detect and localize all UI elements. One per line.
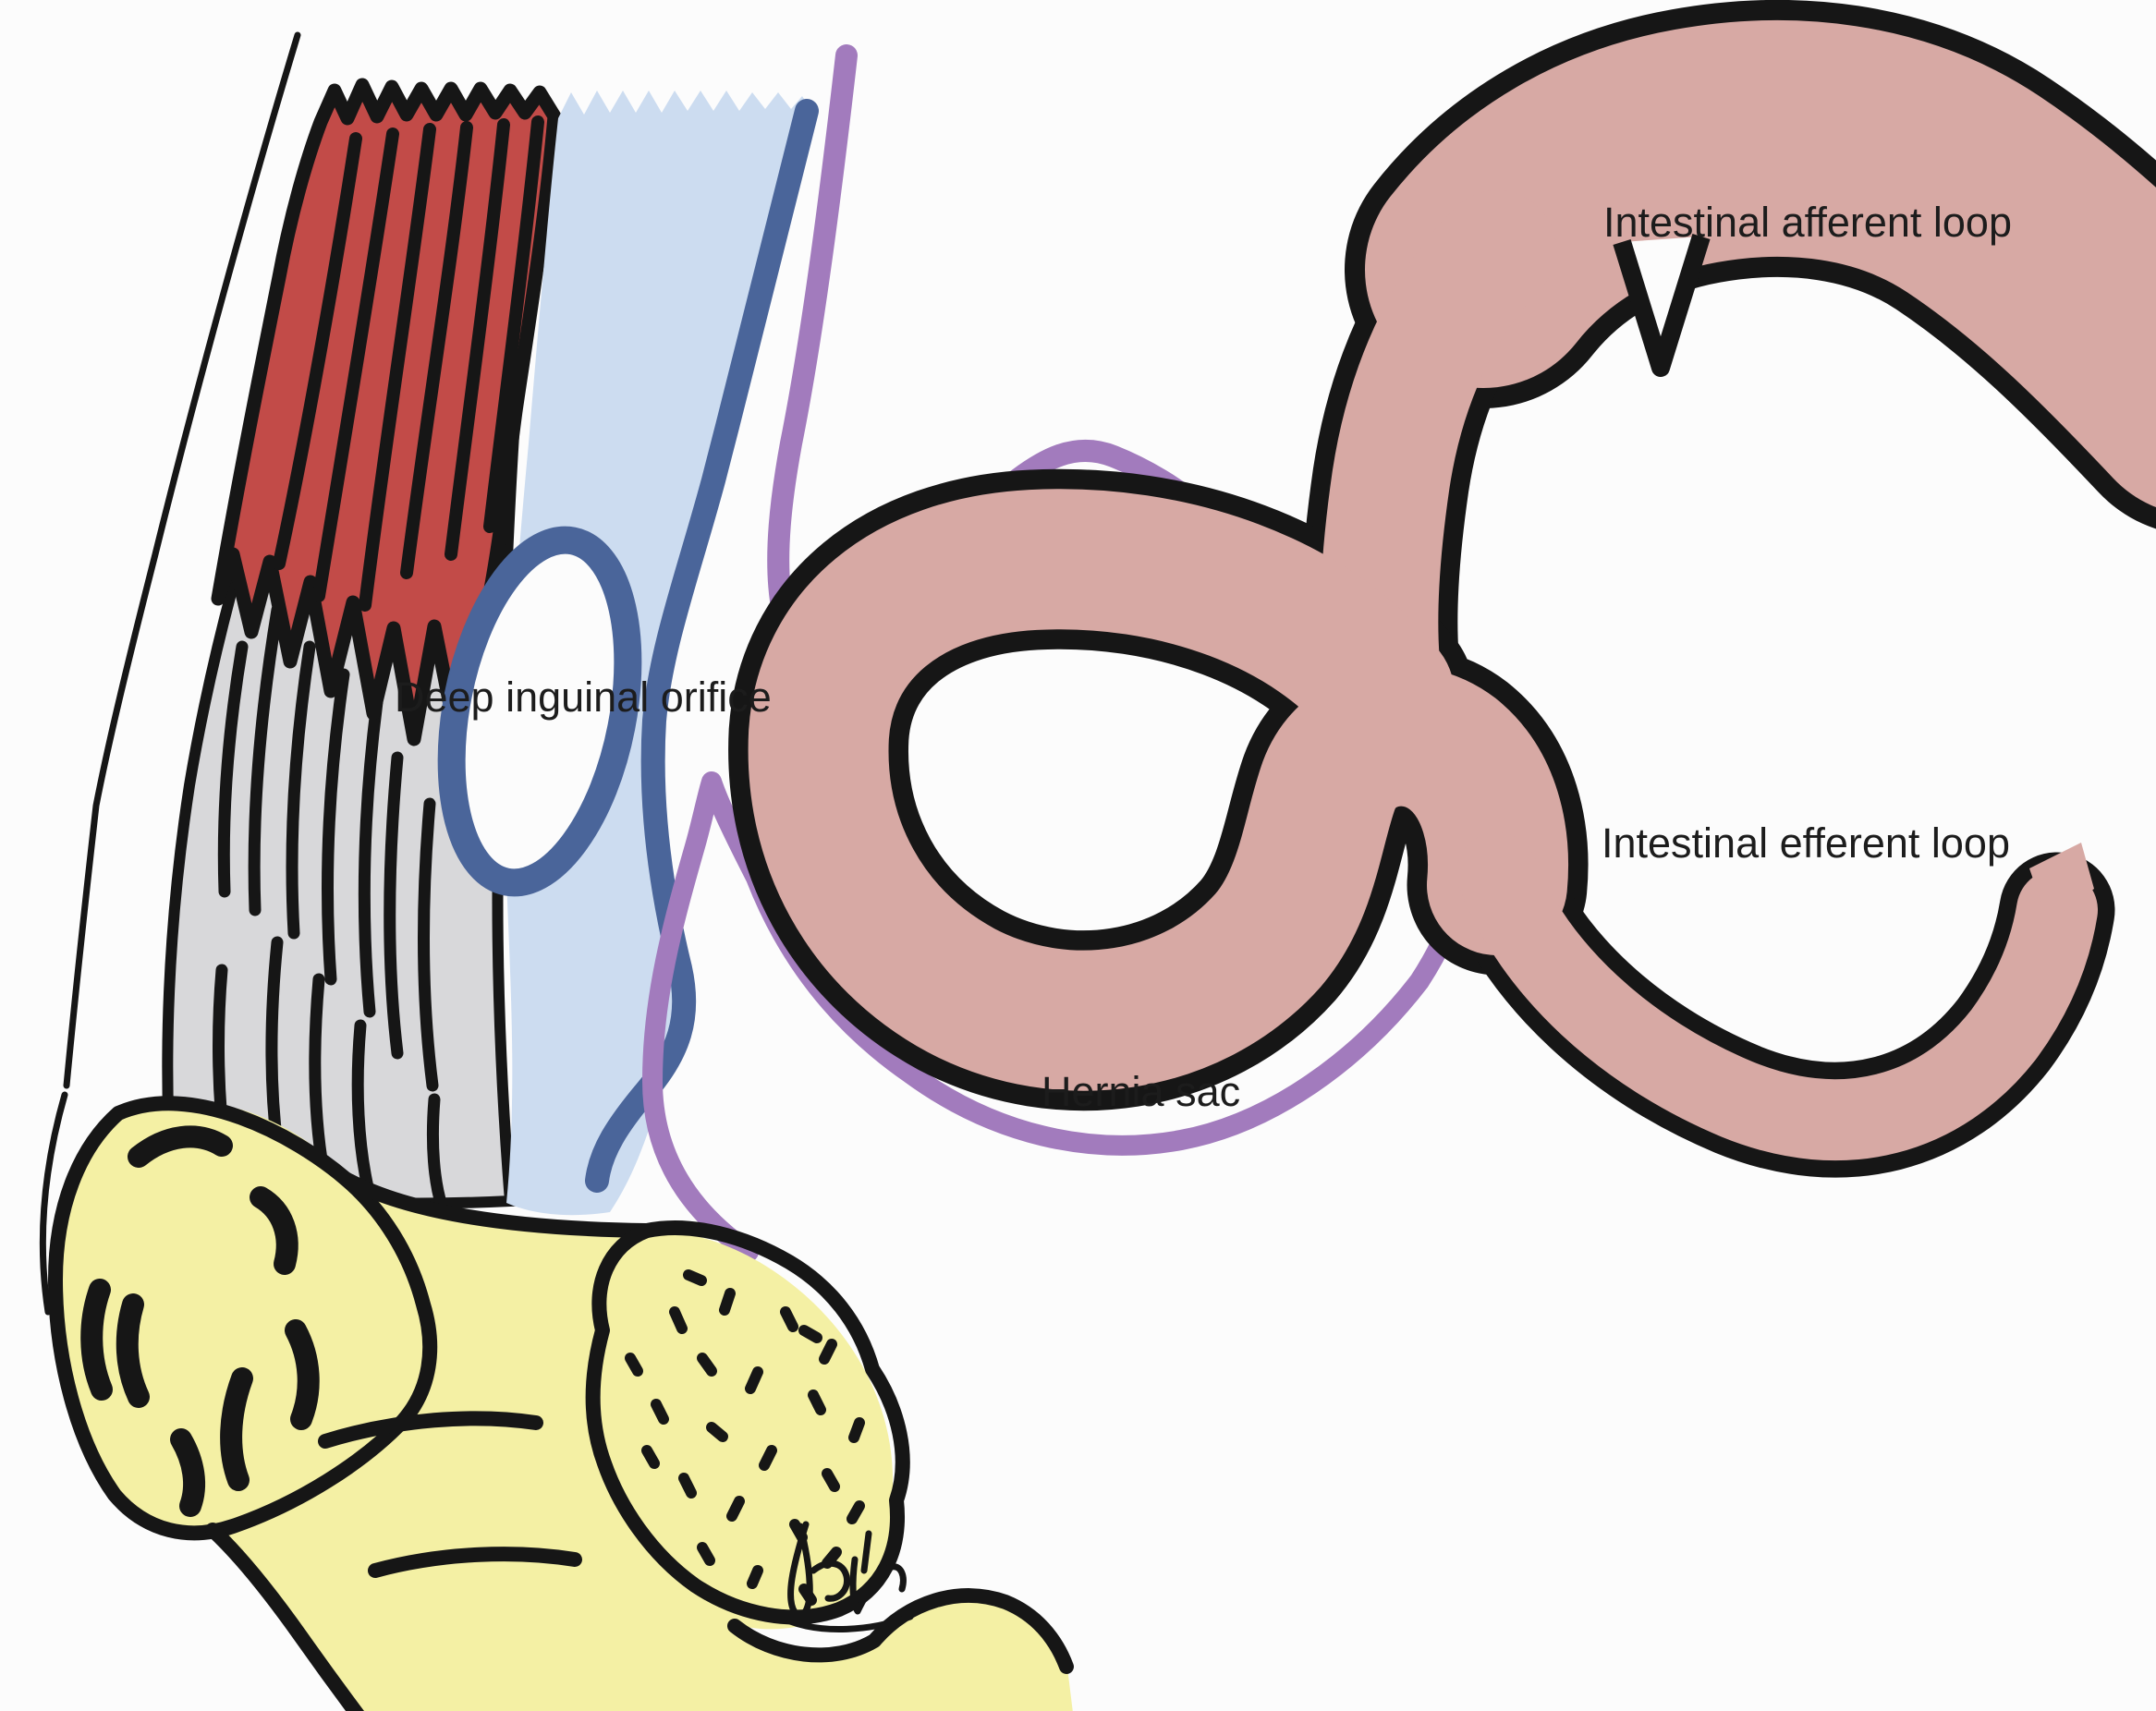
bone-fill	[55, 1100, 1073, 1711]
figure-labels: Intestinal afferent loop Intestinal effe…	[395, 199, 2012, 1115]
artist-signature	[786, 1521, 914, 1633]
pubic-bone	[48, 1096, 1074, 1711]
red-muscle-fibers	[273, 115, 544, 612]
herniated-loop-shape	[748, 489, 1568, 1091]
label-hernia-sac: Hernia sac	[1041, 1068, 1240, 1115]
bowel-lumen	[748, 19, 2156, 1161]
afferent-cut-edge	[2122, 236, 2156, 480]
efferent-open-end	[2029, 843, 2094, 922]
bowel-fold-notch	[1613, 234, 1711, 377]
label-efferent-loop: Intestinal efferent loop	[1602, 819, 2010, 867]
bone-speckles	[625, 1269, 865, 1606]
deep-inguinal-ring	[437, 526, 642, 897]
efferent-loop-shape	[1456, 832, 2098, 1161]
label-afferent-loop: Intestinal afferent loop	[1603, 199, 2012, 246]
bone-outlines	[48, 1096, 1074, 1711]
skin-outline	[39, 31, 301, 1316]
label-deep-inguinal-orifice: Deep inguinal orifice	[395, 673, 772, 721]
bone-texture-marks	[80, 1125, 320, 1517]
afferent-loop-shape	[1365, 19, 2156, 506]
